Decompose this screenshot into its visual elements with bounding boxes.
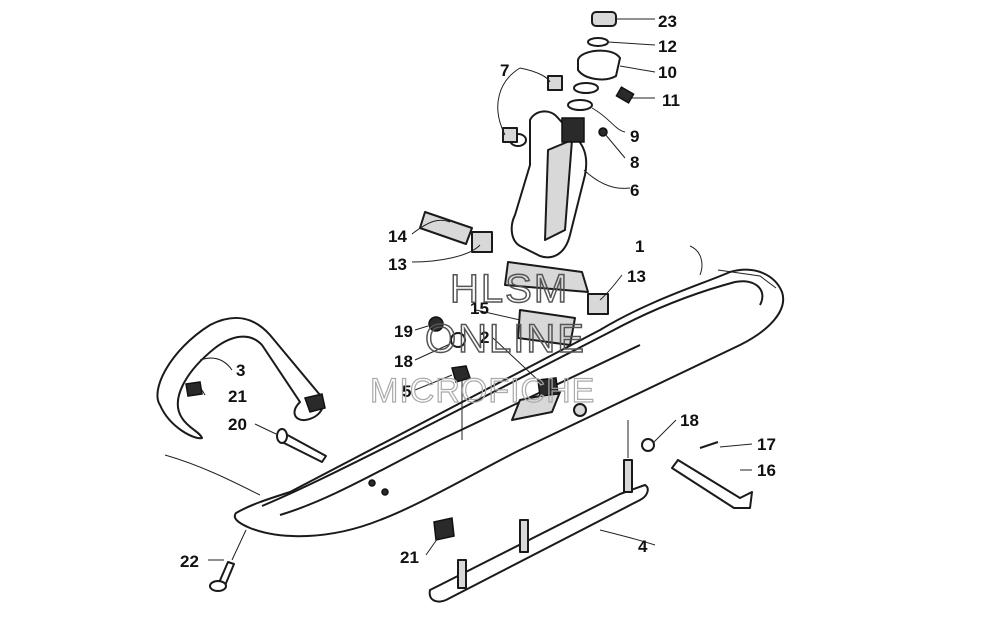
callout-23: 23 bbox=[658, 12, 677, 31]
callout-18a: 18 bbox=[394, 352, 413, 371]
watermark-line1: HLSM bbox=[450, 267, 569, 311]
callout-19: 19 bbox=[394, 322, 413, 341]
callout-2: 2 bbox=[480, 328, 489, 347]
callout-13a: 13 bbox=[388, 255, 407, 274]
callout-22: 22 bbox=[180, 552, 199, 571]
callout-7: 7 bbox=[500, 61, 509, 80]
callout-8: 8 bbox=[630, 153, 639, 172]
hardware bbox=[185, 11, 753, 592]
watermark-line3: MICROFICHE bbox=[370, 372, 595, 410]
callout-labels: 23 12 10 11 7 9 8 6 14 13 1 13 15 2 19 1… bbox=[180, 12, 776, 571]
watermark-line2: ONLINE bbox=[425, 317, 586, 361]
callout-20: 20 bbox=[228, 415, 247, 434]
callout-17: 17 bbox=[757, 435, 776, 454]
ski-handle bbox=[156, 317, 326, 440]
callout-12: 12 bbox=[658, 37, 677, 56]
callout-10: 10 bbox=[658, 63, 677, 82]
callout-21a: 21 bbox=[228, 387, 247, 406]
leader-lines bbox=[164, 18, 753, 561]
callout-4: 4 bbox=[638, 537, 648, 556]
spindle bbox=[504, 110, 589, 346]
callout-15: 15 bbox=[470, 299, 489, 318]
callout-5: 5 bbox=[402, 382, 411, 401]
callout-11: 11 bbox=[662, 91, 680, 110]
wear-bar bbox=[428, 459, 649, 603]
callout-18b: 18 bbox=[680, 411, 699, 430]
watermark: HLSM ONLINE MICROFICHE bbox=[369, 266, 595, 410]
callout-14: 14 bbox=[388, 227, 407, 246]
callout-6: 6 bbox=[630, 181, 639, 200]
callout-9: 9 bbox=[630, 127, 639, 146]
callout-1: 1 bbox=[635, 237, 644, 256]
callout-16: 16 bbox=[757, 461, 776, 480]
callout-21b: 21 bbox=[400, 548, 419, 567]
callout-13b: 13 bbox=[627, 267, 646, 286]
callout-3: 3 bbox=[236, 361, 245, 380]
